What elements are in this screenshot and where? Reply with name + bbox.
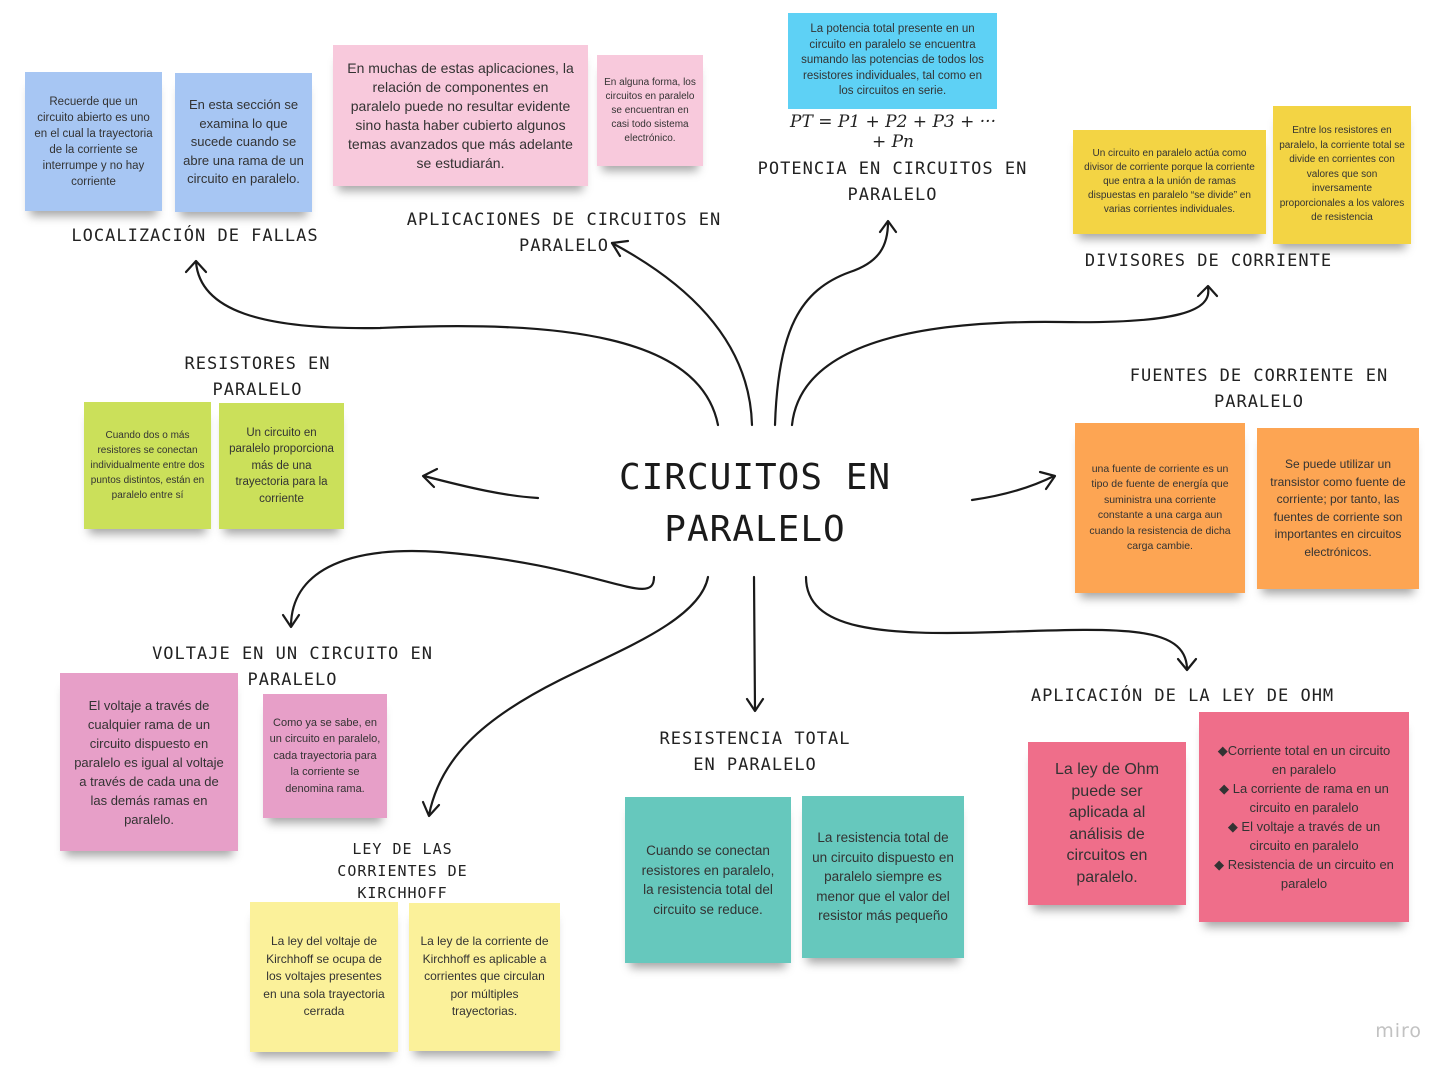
central-topic-title[interactable]: CIRCUITOS EN PARALELO xyxy=(618,457,892,550)
sticky-note-divisor-corriente[interactable]: Un circuito en paralelo actúa como divis… xyxy=(1073,130,1266,234)
branch-title-localizacion[interactable]: LOCALIZACIÓN DE FALLAS xyxy=(71,226,319,246)
arrowhead-voltaje xyxy=(281,613,301,629)
branch-title-kirchhoff[interactable]: LEY DE LAS CORRIENTES DE KIRCHHOFF xyxy=(337,840,468,902)
sticky-note-trayectoria[interactable]: Un circuito en paralelo proporciona más … xyxy=(219,403,344,529)
sticky-note-sistema-electronico[interactable]: En alguna forma, los circuitos en parale… xyxy=(597,55,703,166)
sticky-note-relacion-componentes[interactable]: En muchas de estas aplicaciones, la rela… xyxy=(333,45,588,186)
branch-title-resistores[interactable]: RESISTORES EN PARALELO xyxy=(184,354,331,400)
sticky-note-transistor[interactable]: Se puede utilizar un transistor como fue… xyxy=(1257,428,1419,589)
sticky-note-voltaje-rama[interactable]: El voltaje a través de cualquier rama de… xyxy=(60,673,238,851)
sticky-note-ohm-lista[interactable]: ◆Corriente total en un circuito en paral… xyxy=(1199,712,1409,922)
sticky-note-seccion-rama[interactable]: En esta sección se examina lo que sucede… xyxy=(175,73,312,212)
arrow-to-voltaje xyxy=(289,549,656,627)
sticky-note-resistencia-menor[interactable]: La resistencia total de un circuito disp… xyxy=(802,796,964,958)
miro-logo: miro xyxy=(1375,1020,1422,1042)
arrowhead-resistores xyxy=(421,467,439,489)
sticky-note-fuente-corriente[interactable]: una fuente de corriente es un tipo de fu… xyxy=(1075,423,1245,593)
arrow-to-divisores xyxy=(790,286,1210,427)
sticky-note-circuito-abierto[interactable]: Recuerde que un circuito abierto es uno … xyxy=(25,72,162,211)
sticky-note-ley-voltaje[interactable]: La ley del voltaje de Kirchhoff se ocupa… xyxy=(250,902,398,1052)
arrow-to-localizacion xyxy=(194,260,720,427)
power-formula: PT = P1 + P2 + P3 + ··· + Pn xyxy=(790,112,996,152)
sticky-note-rama[interactable]: Como ya se sabe, en un circuito en paral… xyxy=(263,694,387,818)
sticky-note-ley-ohm[interactable]: La ley de Ohm puede ser aplicada al anál… xyxy=(1028,742,1186,905)
arrowhead-aplicaciones xyxy=(610,239,630,258)
arrowhead-potencia xyxy=(878,219,898,234)
arrowhead-divisores xyxy=(1196,284,1219,298)
arrowhead-localizacion xyxy=(184,259,208,274)
arrow-to-fuentes xyxy=(970,474,1056,502)
arrow-to-kirchhoff xyxy=(427,575,710,817)
sticky-note-dos-resistores[interactable]: Cuando dos o más resistores se conectan … xyxy=(84,402,211,529)
arrow-to-ohm xyxy=(804,575,1189,670)
sticky-note-resistencia-reduce[interactable]: Cuando se conectan resistores en paralel… xyxy=(625,797,791,963)
branch-title-resistencia-total[interactable]: RESISTENCIA TOTAL EN PARALELO xyxy=(659,729,851,775)
arrowhead-resistencia-total xyxy=(745,697,765,713)
arrowhead-kirchhoff xyxy=(421,800,441,818)
branch-title-voltaje[interactable]: VOLTAJE EN UN CIRCUITO EN PARALELO xyxy=(152,644,433,690)
arrowhead-ohm xyxy=(1176,657,1198,672)
sticky-note-potencia-total[interactable]: La potencia total presente en un circuit… xyxy=(788,13,997,109)
branch-title-ohm[interactable]: APLICACIÓN DE LA LEY DE OHM xyxy=(1030,686,1335,706)
branch-title-potencia[interactable]: POTENCIA EN CIRCUITOS EN PARALELO xyxy=(757,159,1028,205)
arrowhead-fuentes xyxy=(1038,470,1057,491)
sticky-note-inversamente-proporcionales[interactable]: Entre los resistores en paralelo, la cor… xyxy=(1273,106,1411,244)
sticky-note-ley-corriente[interactable]: La ley de la corriente de Kirchhoff es a… xyxy=(409,903,560,1051)
arrow-to-resistores xyxy=(422,474,540,500)
arrow-to-aplicaciones xyxy=(610,241,754,427)
branch-title-fuentes[interactable]: FUENTES DE CORRIENTE EN PARALELO xyxy=(1129,366,1389,412)
branch-title-divisores[interactable]: DIVISORES DE CORRIENTE xyxy=(1084,251,1333,271)
arrow-to-potencia xyxy=(773,220,890,427)
arrow-to-resistencia-total xyxy=(752,575,757,712)
branch-title-aplicaciones[interactable]: APLICACIONES DE CIRCUITOS EN PARALELO xyxy=(406,210,722,256)
